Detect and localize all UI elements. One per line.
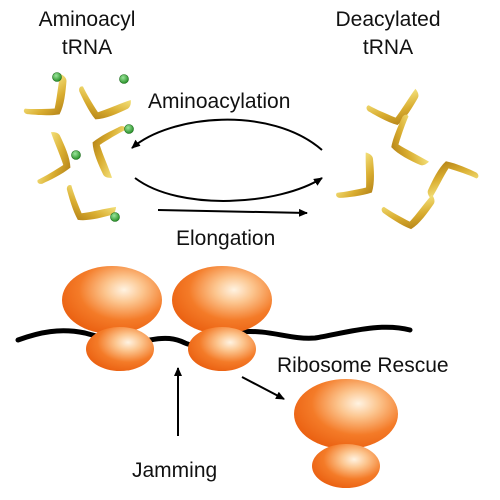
deacylated-label-line1: Deacylated xyxy=(335,8,441,31)
deacylated-trna-label: Deacylated tRNA xyxy=(318,8,458,60)
aminoacyl-label-line1: Aminoacyl xyxy=(38,8,136,31)
trna-molecule xyxy=(419,152,481,200)
deacylated-label-line2: tRNA xyxy=(362,36,414,59)
aminoacyl-trna-cluster xyxy=(20,72,134,234)
elongation-label: Elongation xyxy=(176,227,276,250)
trna-molecule xyxy=(20,73,82,131)
aminoacylation-arrow xyxy=(131,118,323,151)
ribosome-small-subunit xyxy=(188,327,256,371)
ribosome-rescue-label: Ribosome Rescue xyxy=(277,354,449,377)
trna-molecule xyxy=(82,118,130,180)
deacylated-trna-cluster xyxy=(332,88,481,234)
trna-molecule xyxy=(71,82,133,130)
ribosome-small-subunit xyxy=(312,444,380,488)
ribosome-1 xyxy=(62,266,162,371)
amino-acid-dot xyxy=(110,212,120,222)
rescue-arrow xyxy=(241,376,285,400)
ribosome-large-subunit xyxy=(62,266,162,334)
trna-molecule xyxy=(33,130,81,192)
amino-acid-dot xyxy=(52,72,62,82)
amino-acid-dot xyxy=(124,124,134,134)
trna-molecule xyxy=(364,88,425,132)
mrna-strand xyxy=(15,324,413,348)
trna-molecule xyxy=(380,194,439,234)
rescued-ribosome xyxy=(294,379,398,488)
ribosome-2 xyxy=(172,266,272,371)
aminoacylation-label: Aminoacylation xyxy=(148,90,291,113)
jamming-label: Jamming xyxy=(132,459,218,482)
ribosome-small-subunit xyxy=(86,327,154,371)
aminoacyl-label-line2: tRNA xyxy=(61,36,113,59)
ribosome-large-subunit xyxy=(294,379,398,449)
trna-molecule xyxy=(55,180,118,234)
elongation-straight-arrow xyxy=(157,208,308,217)
amino-acid-dot xyxy=(119,74,129,84)
ribosome-large-subunit xyxy=(172,266,272,334)
trna-molecule xyxy=(332,151,390,213)
aminoacyl-trna-label: Aminoacyl tRNA xyxy=(22,8,152,60)
amino-acid-dot xyxy=(71,150,81,160)
elongation-curved-arrow xyxy=(134,177,323,202)
